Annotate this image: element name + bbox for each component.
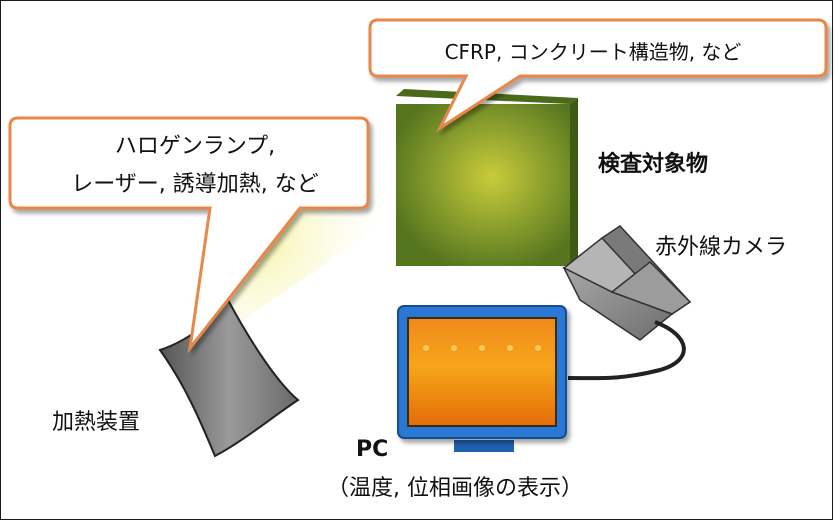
label-target: 検査対象物 — [598, 152, 709, 177]
callout-source-line1: ハロゲンランプ, — [114, 134, 276, 159]
callout-source-line2: レーザー, 誘導加熱, など — [71, 172, 319, 197]
label-camera: 赤外線カメラ — [655, 235, 788, 260]
diagram-svg — [8, 18, 828, 458]
label-pc: PC — [356, 437, 389, 462]
callout-heat-source — [8, 116, 370, 354]
pc-monitor — [397, 305, 567, 452]
label-pc-description: （温度, 位相画像の表示） — [327, 476, 583, 501]
infrared-camera — [562, 225, 692, 341]
callout-material-text: CFRP, コンクリート構造物, など — [444, 40, 742, 64]
target-object — [396, 89, 578, 266]
camera-cable — [567, 320, 686, 381]
callout-material — [368, 18, 828, 133]
label-heater: 加熱装置 — [52, 410, 141, 435]
heater-device — [158, 298, 300, 458]
